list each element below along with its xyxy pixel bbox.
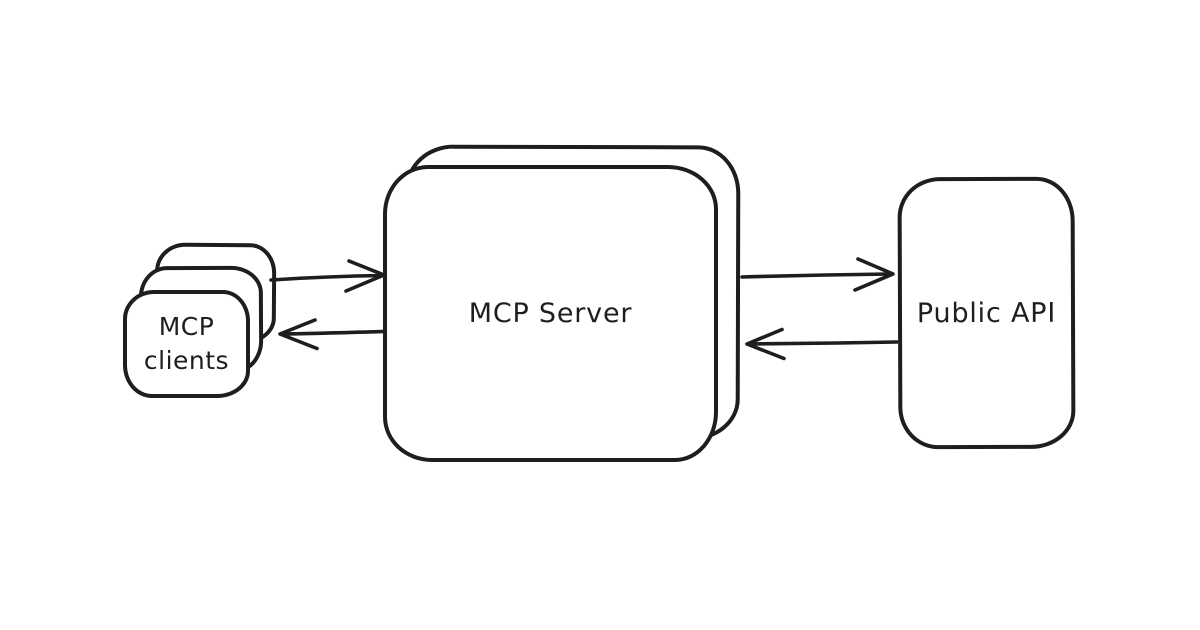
mcp-server-node: MCP Server [383, 165, 718, 462]
mcp-clients-label-line2: clients [143, 346, 230, 375]
public-api-label: Public API [916, 297, 1057, 329]
arrow-server-to-api-icon [740, 257, 895, 292]
mcp-clients-label: MCP clients [144, 310, 229, 379]
arrow-server-to-clients-icon [278, 318, 386, 351]
arrow-api-to-server-icon [745, 327, 899, 361]
public-api-node: Public API [897, 176, 1076, 450]
arrow-clients-to-server-icon [269, 259, 386, 293]
mcp-clients-label-line1: MCP [158, 311, 215, 341]
mcp-server-label: MCP Server [468, 298, 633, 329]
mcp-clients-node: MCP clients [123, 290, 250, 398]
